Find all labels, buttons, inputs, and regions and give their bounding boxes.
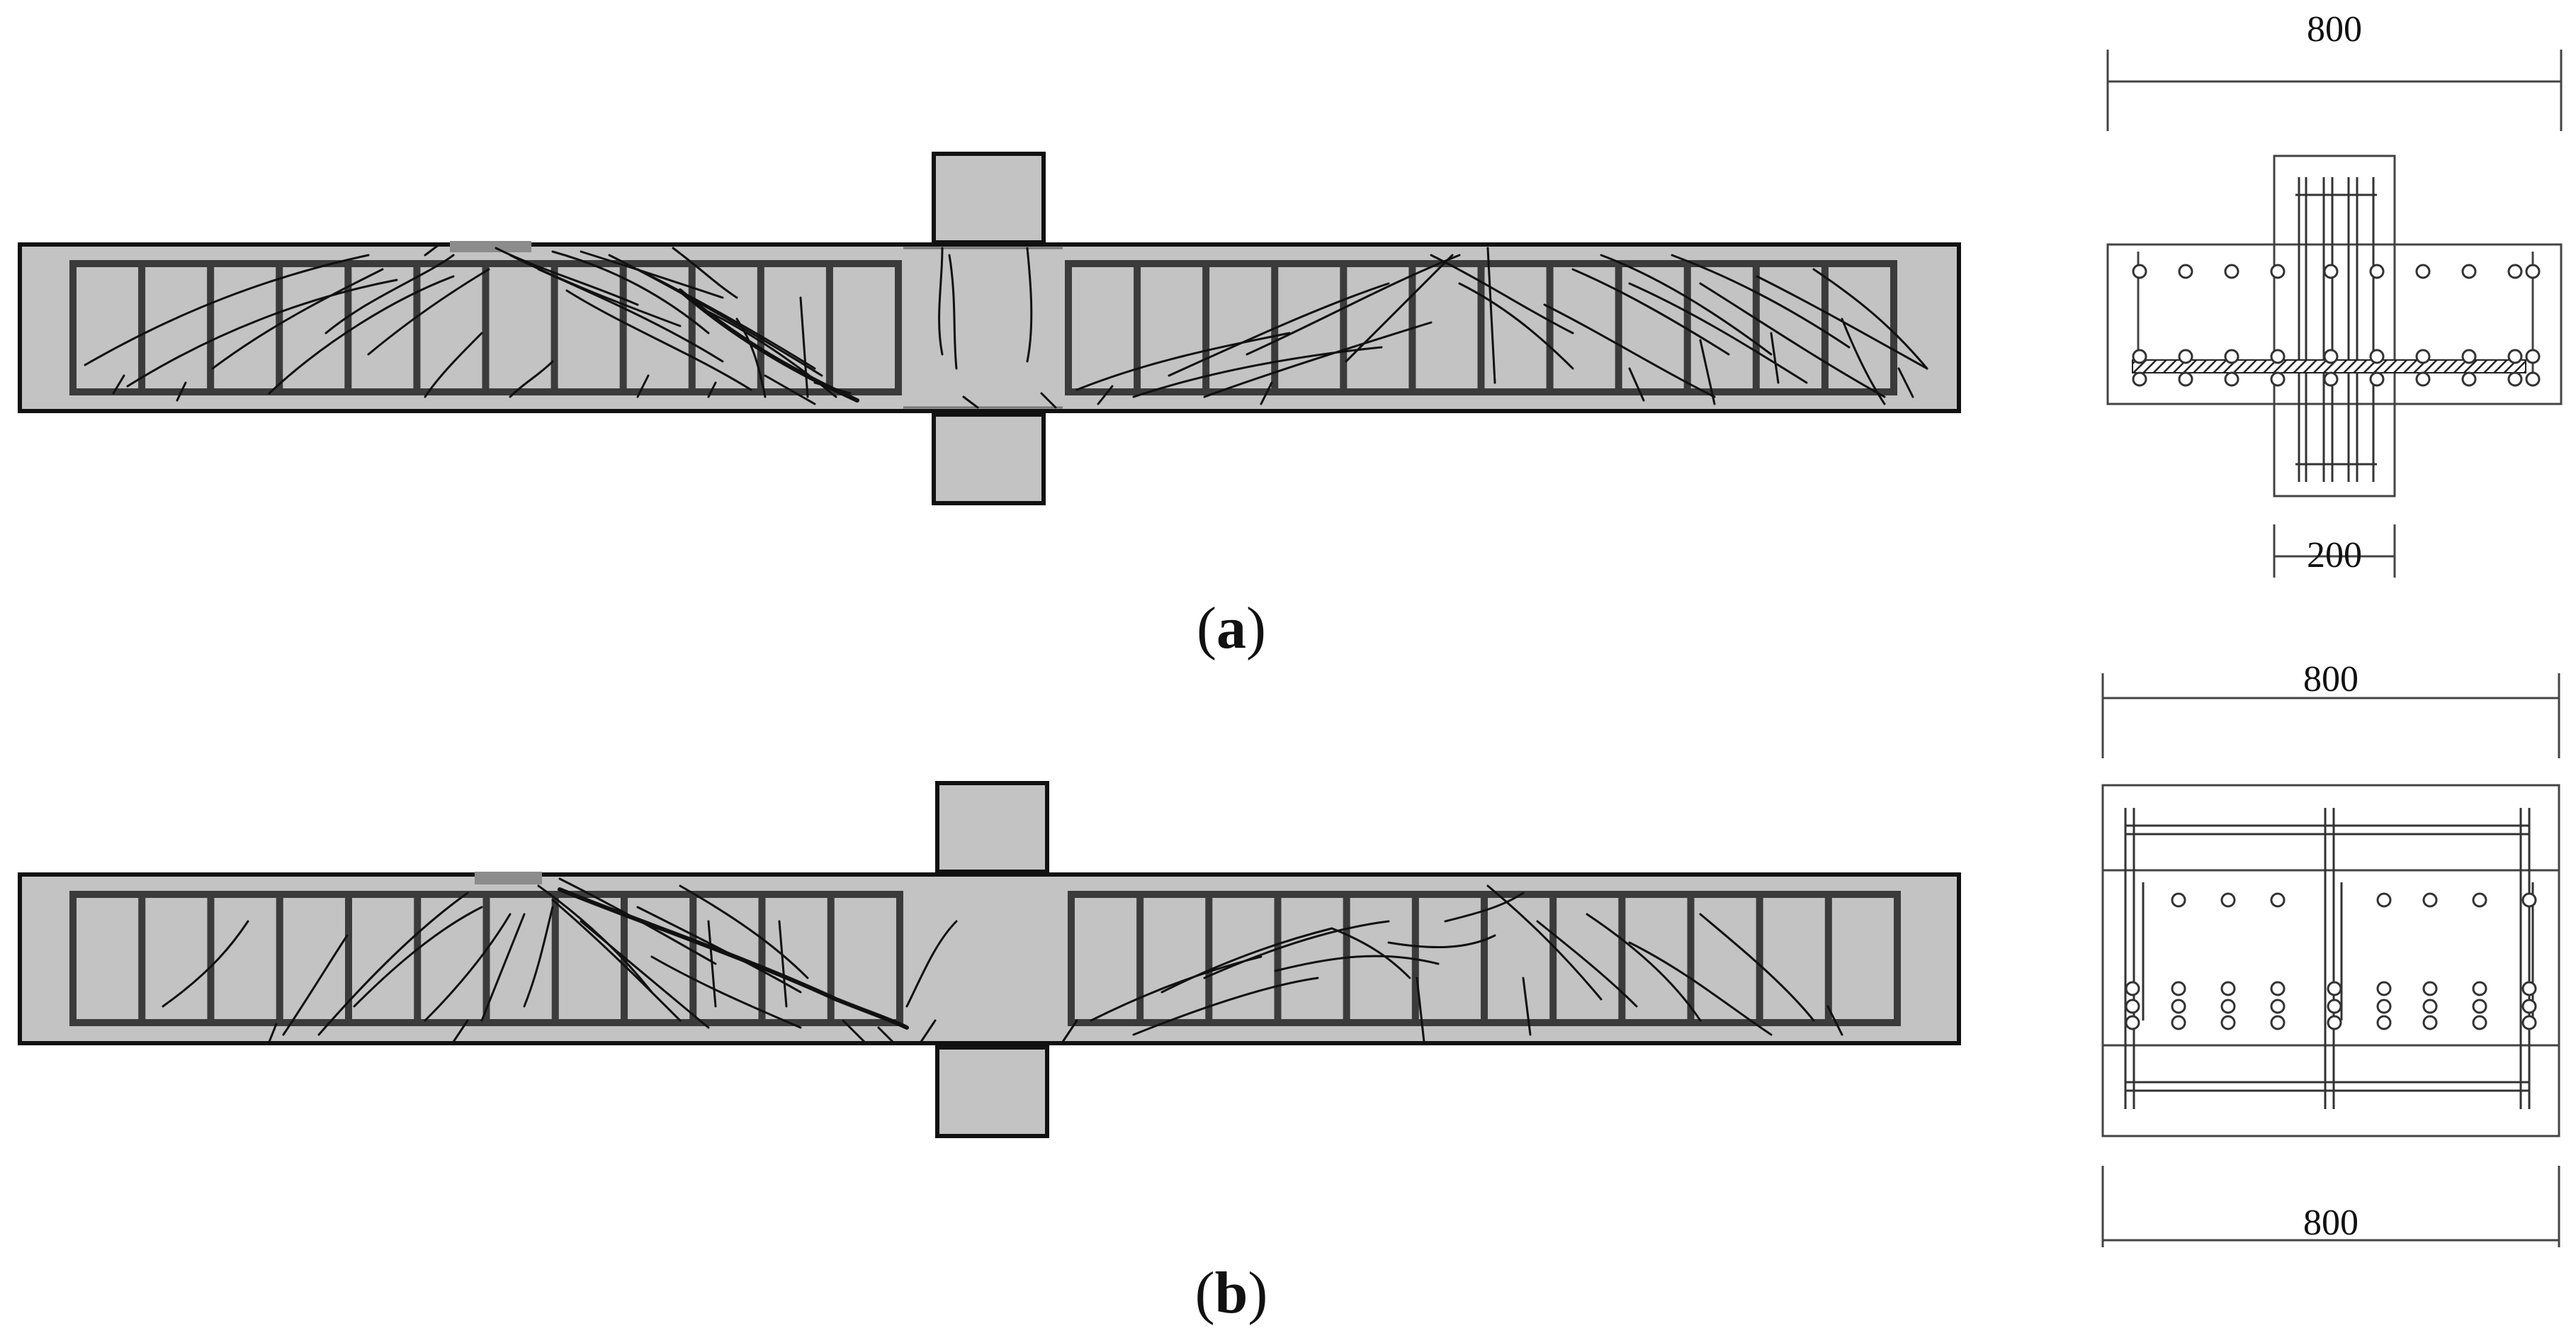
- rebar-dot: [2224, 264, 2239, 279]
- rebar-dot: [2376, 1015, 2392, 1030]
- crack-pattern-b: [162, 877, 1843, 1043]
- loading-pad: [450, 241, 531, 252]
- rebar-dot: [2461, 264, 2477, 279]
- rebar-dot: [2521, 892, 2537, 908]
- rebar-dot: [2270, 1015, 2286, 1030]
- rebar-dot: [2327, 981, 2342, 996]
- rebar-dot: [2461, 349, 2477, 364]
- rebar-dot: [2220, 1015, 2236, 1030]
- rebar-cage-left: [69, 260, 902, 395]
- rebar-dot: [2171, 999, 2186, 1014]
- cross-section-a: [2106, 50, 2563, 578]
- caption-b: (b): [1195, 1260, 1268, 1326]
- rebar-dot: [2132, 371, 2147, 387]
- rebar-dot: [2220, 999, 2236, 1014]
- rebar-dot: [2327, 1015, 2342, 1030]
- rebar-dot: [2525, 264, 2541, 279]
- rebar-dot: [2472, 999, 2487, 1014]
- slab-outline: [2106, 243, 2563, 405]
- rebar-dot: [2171, 892, 2186, 908]
- rebar-dot: [2422, 981, 2438, 996]
- rebar-dot: [2472, 1015, 2487, 1030]
- rebar-dot: [2224, 371, 2239, 387]
- rebar-dot: [2507, 264, 2523, 279]
- rebar-dot: [2270, 981, 2286, 996]
- column-stub-top: [932, 152, 1046, 244]
- loading-pad: [475, 872, 542, 884]
- rebar-dot: [2376, 981, 2392, 996]
- rebar-dot: [2125, 999, 2140, 1014]
- beam-elevation-a: [18, 152, 1961, 505]
- rebar-dot: [2507, 371, 2523, 387]
- rebar-dot: [2178, 371, 2193, 387]
- panel-b: 800 800 (b): [18, 659, 2560, 1326]
- cross-section-b: [2101, 673, 2560, 1247]
- rebar-dot: [2270, 999, 2286, 1014]
- rebar-dot: [2125, 981, 2140, 996]
- rebar-dot: [2369, 349, 2385, 364]
- rebar-dot: [2376, 892, 2392, 908]
- rebar-dot: [2376, 999, 2392, 1014]
- rebar-dots-b: [2125, 892, 2537, 1030]
- panel-a: 800 200 (a): [18, 9, 2563, 661]
- rebar-dot: [2132, 264, 2147, 279]
- rebar-dot: [2415, 349, 2431, 364]
- rebar-dot: [2525, 349, 2541, 364]
- crack-pattern-a: [84, 243, 1928, 409]
- dimension-label-top-a: 800: [2307, 9, 2362, 50]
- rebar-dot: [2125, 1015, 2140, 1030]
- rebar-dot: [2327, 999, 2342, 1014]
- column-stub-bottom: [935, 1045, 1049, 1138]
- rebar-dot: [2323, 349, 2339, 364]
- column-outline: [2273, 154, 2396, 497]
- rebar-dot: [2415, 371, 2431, 387]
- rebar-dots-a: [2132, 264, 2541, 387]
- rebar-dot: [2422, 1015, 2438, 1030]
- rebar-dot: [2270, 349, 2286, 364]
- rebar-dot: [2323, 264, 2339, 279]
- rebar-dot: [2178, 264, 2193, 279]
- rebar-dot: [2521, 999, 2537, 1014]
- slab-outline: [2101, 784, 2560, 1137]
- rebar-dot: [2323, 371, 2339, 387]
- dimension-label-top-b: 800: [2303, 659, 2358, 699]
- rebar-dot: [2220, 892, 2236, 908]
- rebar-dot: [2171, 981, 2186, 996]
- rebar-dot: [2422, 892, 2438, 908]
- rebar-dot: [2270, 892, 2286, 908]
- rebar-dot: [2171, 1015, 2186, 1030]
- dimension-label-bottom-b: 800: [2303, 1203, 2358, 1243]
- rebar-dot: [2224, 349, 2239, 364]
- dimension-label-bottom-a: 200: [2307, 535, 2362, 575]
- rebar-dot: [2415, 264, 2431, 279]
- rebar-dot: [2521, 1015, 2537, 1030]
- rebar-dot: [2220, 981, 2236, 996]
- rebar-dot: [2369, 264, 2385, 279]
- beam-body: [18, 872, 1961, 1045]
- rebar-dot: [2270, 371, 2286, 387]
- rebar-dot: [2525, 371, 2541, 387]
- rebar-dot: [2472, 892, 2487, 908]
- rebar-dot: [2270, 264, 2286, 279]
- rebar-dot: [2178, 349, 2193, 364]
- rebar-dot: [2521, 981, 2537, 996]
- rebar-dot: [2507, 349, 2523, 364]
- rebar-dot: [2461, 371, 2477, 387]
- rebar-dot: [2472, 981, 2487, 996]
- column-stub-top: [935, 781, 1049, 874]
- rebar-dot: [2422, 999, 2438, 1014]
- caption-a: (a): [1197, 595, 1266, 661]
- beam-elevation-b: [18, 781, 1961, 1138]
- rebar-dot: [2132, 349, 2147, 364]
- column-stub-bottom: [932, 412, 1046, 505]
- rebar-cage-right: [1068, 891, 1901, 1026]
- rebar-dot: [2369, 371, 2385, 387]
